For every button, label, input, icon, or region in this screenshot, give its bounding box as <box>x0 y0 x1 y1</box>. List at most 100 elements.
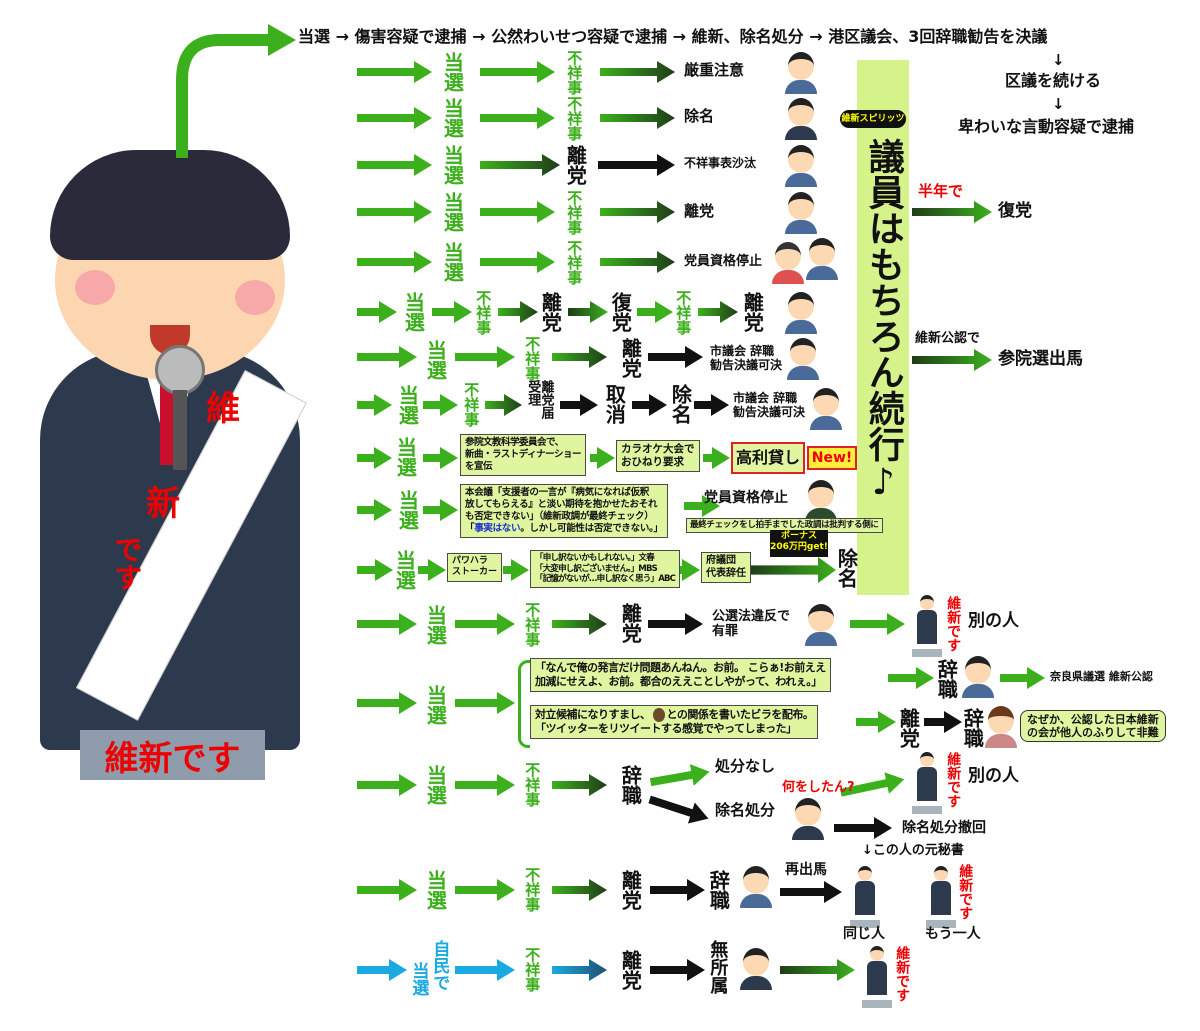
crime-text: 公選法違反で 有罪 <box>712 609 791 639</box>
arrow <box>649 761 712 793</box>
arrow <box>357 613 417 635</box>
microphone-icon <box>155 345 205 395</box>
arrow <box>480 201 555 223</box>
arrow <box>560 394 598 416</box>
arrow <box>480 154 560 176</box>
face-icon <box>785 292 817 334</box>
scandal-label: 不祥事 <box>565 96 584 141</box>
arrow <box>600 107 675 129</box>
arrow <box>357 61 432 83</box>
elected-label: 当選 <box>393 437 418 477</box>
cancel-label: 取消 <box>602 384 627 424</box>
outcome: 除名 <box>684 107 715 125</box>
arrow <box>357 301 397 323</box>
secretary-note: ↓この人の元秘書 <box>862 843 964 858</box>
resign-label: 辞職 <box>706 870 731 910</box>
rejoin-outcome: 復党 <box>998 201 1032 221</box>
candidate-figure <box>862 946 892 1008</box>
arrow <box>552 346 607 368</box>
leave-label: 離党 <box>563 145 588 185</box>
arrow <box>357 201 432 223</box>
other-person: 別の人 <box>968 766 1019 786</box>
arrow <box>357 394 392 416</box>
arrow <box>357 559 393 581</box>
leave-label: 離党 <box>618 603 643 643</box>
sash-text-3: です <box>110 535 144 591</box>
arrow <box>590 447 615 469</box>
face-icon <box>962 656 994 698</box>
face-icon <box>805 480 837 522</box>
upper-house-run: 参院選出馬 <box>998 349 1083 369</box>
arrow <box>498 301 538 323</box>
expulsion: 除名処分 <box>715 801 776 819</box>
arrow <box>357 251 432 273</box>
pillar <box>857 60 909 595</box>
outcome: 市議会 辞職 勧告決議可決 <box>733 391 806 419</box>
leave-label: 離党 <box>896 708 921 748</box>
elected-label: 当選 <box>440 52 465 92</box>
elected-label: 当選 <box>408 962 429 996</box>
other-person: 別の人 <box>968 611 1019 631</box>
spirits-badge: 維新スピリッツ <box>840 110 906 128</box>
arrow <box>600 251 675 273</box>
quote-text: 本会議「支援者の一言が『病気になれば仮釈 放してもらえる』と淡い期待を抱かせたお… <box>465 487 658 534</box>
candidate-figure <box>912 595 942 657</box>
elected-label: 当選 <box>423 765 448 805</box>
arrow <box>924 711 962 733</box>
arrow <box>552 879 607 901</box>
ldp-label: 自民で <box>429 940 450 991</box>
arrow <box>600 61 675 83</box>
resign-label: 辞職 <box>960 708 985 748</box>
elected-label: 当選 <box>440 242 465 282</box>
elected-label: 当選 <box>395 490 420 530</box>
arrow <box>650 879 705 901</box>
down-arrow-1: ↓ <box>1052 51 1065 69</box>
face-icon <box>740 948 772 990</box>
rerun-label: 再出馬 <box>785 862 827 878</box>
face-icon <box>785 52 817 94</box>
elected-label: 当選 <box>440 145 465 185</box>
elected-label: 当選 <box>423 605 448 645</box>
new-badge: New! <box>807 446 857 470</box>
face-icon <box>810 388 842 430</box>
nara-text: 奈良県議選 維新公認 <box>1050 670 1153 683</box>
half-year-label: 半年で <box>918 182 964 200</box>
top-timeline: 当選 → 傷害容疑で逮捕 → 公然わいせつ容疑で逮捕 → 維新、除名処分 → 港… <box>298 27 1048 46</box>
outcome: 市議会 辞職 勧告決議可決 <box>710 344 783 372</box>
no-punishment: 処分なし <box>715 757 776 775</box>
arrow <box>357 346 417 368</box>
microphone-handle <box>173 390 187 470</box>
arrow <box>423 447 458 469</box>
ishin-label: 維新です <box>945 596 962 652</box>
arrow <box>455 774 515 796</box>
face-icon <box>785 98 817 140</box>
elected-label: 当選 <box>401 292 426 332</box>
mascot-cheek <box>235 280 275 315</box>
loan-box: 高利貸し <box>731 442 805 474</box>
face-icon <box>772 242 804 284</box>
leave-label: 離党 <box>618 338 643 378</box>
face-icon <box>787 338 819 380</box>
elected-label: 当選 <box>423 685 448 725</box>
arrow <box>780 959 855 981</box>
arrow <box>888 667 934 689</box>
quote-box: 「なんで俺の発言だけ問題あんねん。お前。 こらぁ!お前ええ 加減にせえよ、お前。… <box>530 658 831 692</box>
scandal-label: 不祥事 <box>523 762 542 807</box>
independent-label: 無所属 <box>707 940 729 994</box>
arrow <box>912 349 992 371</box>
face-icon <box>792 798 824 840</box>
arrow <box>834 817 892 839</box>
arrow <box>703 447 730 469</box>
quote-box: 対立候補になりすまし、との関係を書いたビラを配布。「ツイッターをリツイートする感… <box>530 705 819 739</box>
arrow <box>648 346 703 368</box>
expel-label: 除名 <box>834 548 859 588</box>
pedestal: 維新です <box>80 730 265 780</box>
arrow <box>357 692 417 714</box>
leave-label: 離党 <box>618 870 643 910</box>
arrow <box>480 61 555 83</box>
arrow <box>357 499 392 521</box>
arrow <box>632 394 667 416</box>
arrow <box>480 251 555 273</box>
elected-label: 当選 <box>440 192 465 232</box>
mascot-cheek <box>75 270 115 305</box>
